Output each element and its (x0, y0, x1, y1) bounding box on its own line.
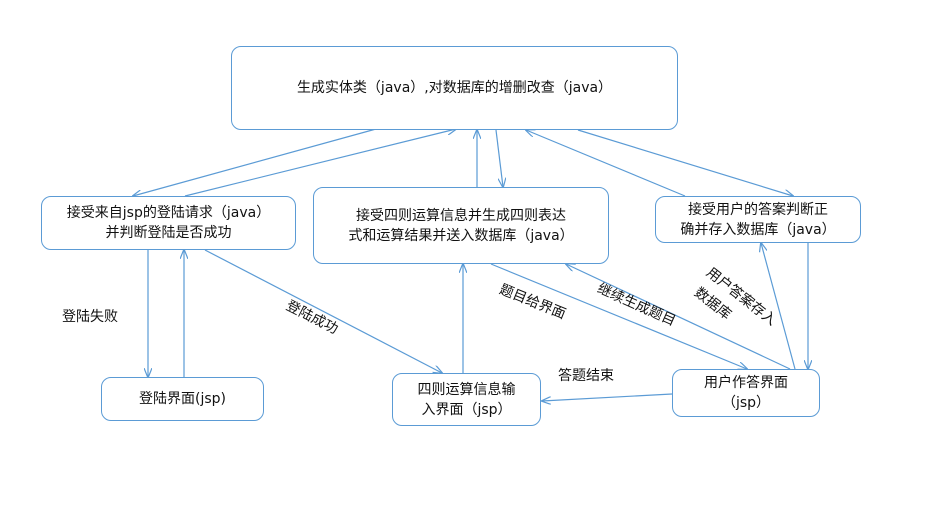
edge-entity-to-arith-gen (495, 129, 503, 187)
login-handler-line-1: 接受来自jsp的登陆请求（java） (66, 205, 271, 221)
answer-page-node: 用户作答界面 （jsp） (672, 369, 820, 417)
login-handler-line-2: 并判断登陆是否成功 (105, 225, 232, 241)
edge-entity-to-login-handler (133, 128, 377, 196)
edge-login-handler-to-entity (184, 129, 456, 197)
edge-answer-end (542, 393, 673, 401)
login-page-node: 登陆界面(jsp) (101, 377, 264, 421)
login-handler-node: 接受来自jsp的登陆请求（java） 并判断登陆是否成功 (41, 196, 296, 250)
login-page-label: 登陆界面(jsp) (139, 391, 226, 407)
edge-answer-judge-to-entity (526, 130, 686, 197)
edge-answer-page-to-answer-judge (761, 243, 796, 370)
answer-page-line-2: （jsp） (721, 395, 771, 411)
entity-node: 生成实体类（java）,对数据库的增删改查（java） (231, 46, 678, 130)
edge-continue-generate (566, 264, 791, 370)
arith-generator-line-2: 式和运算结果并送入数据库（java） (348, 227, 574, 244)
arith-generator-node: 接受四则运算信息并生成四则表达 式和运算结果并送入数据库（java） (313, 187, 609, 264)
answer-judge-node: 接受用户的答案判断正 确并存入数据库（java） (655, 196, 861, 243)
arith-generator-line-1: 接受四则运算信息并生成四则表达 (356, 207, 566, 224)
label-answer-end: 答题结束 (558, 368, 614, 384)
answer-page-line-1: 用户作答界面 (704, 375, 788, 391)
edge-login-success (204, 249, 442, 373)
answer-judge-line-2: 确并存入数据库（java） (680, 221, 836, 238)
arith-input-line-1: 四则运算信息输 (417, 381, 516, 398)
label-login-fail: 登陆失败 (62, 309, 118, 325)
answer-judge-line-1: 接受用户的答案判断正 (688, 201, 828, 218)
arith-input-node: 四则运算信息输 入界面（jsp） (392, 373, 541, 426)
arith-input-line-2: 入界面（jsp） (421, 401, 512, 418)
edge-questions-to-answer-page (490, 263, 747, 369)
edge-entity-to-answer-judge (577, 129, 793, 196)
entity-node-label: 生成实体类（java）,对数据库的增删改查（java） (296, 80, 613, 96)
